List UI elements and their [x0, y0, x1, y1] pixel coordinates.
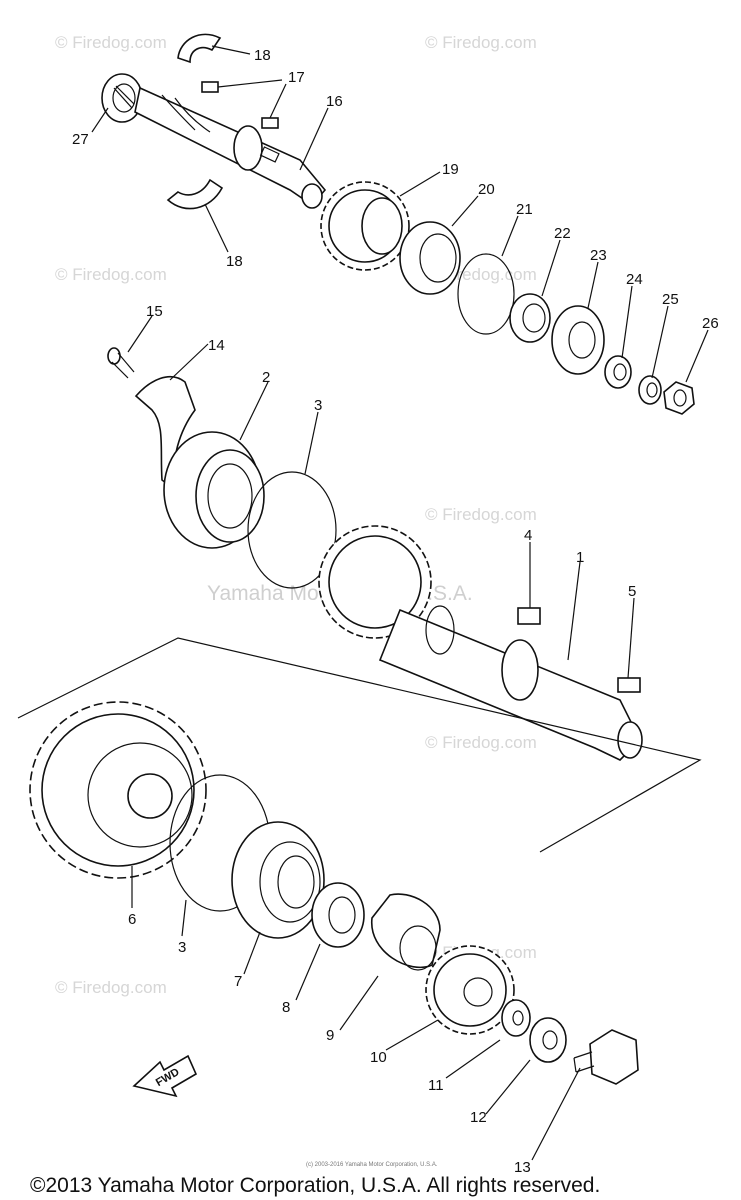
part-3-circlip-upper [247, 471, 337, 589]
callout-21: 21 [516, 201, 533, 218]
callout-13: 13 [514, 1159, 531, 1176]
part-5-key [617, 677, 641, 693]
callout-16: 16 [326, 93, 343, 110]
watermark: © Firedog.com [425, 33, 537, 52]
part-1-main-shaft [318, 525, 643, 761]
middle-shaft-assembly [107, 347, 643, 761]
part-26-nut [663, 381, 695, 415]
part-21-circlip [457, 253, 515, 335]
callout-6: 6 [128, 911, 136, 928]
part-9-spacer [371, 893, 441, 971]
part-25-lock-washer [638, 375, 662, 405]
callout-25: 25 [662, 291, 679, 308]
part-20-ball-bearing [399, 221, 461, 295]
part-12-lock-washer [529, 1017, 567, 1063]
callout-10: 10 [370, 1049, 387, 1066]
callout-3: 3 [178, 939, 186, 956]
assembly-reference-lines [17, 637, 702, 853]
part-4-key [517, 607, 541, 625]
callout-8: 8 [282, 999, 290, 1016]
callout-23: 23 [590, 247, 607, 264]
callout-20: 20 [478, 181, 495, 198]
part-18-lower-thrust-half [166, 178, 224, 210]
part-17-key-upper [201, 81, 219, 93]
watermark: © Firedog.com [55, 265, 167, 284]
callout-14: 14 [208, 337, 225, 354]
part-22-collar [509, 293, 551, 343]
part-16-shift-shaft [134, 86, 327, 209]
callout-18: 18 [226, 253, 243, 270]
callout-5: 5 [628, 583, 636, 600]
callout-27: 27 [72, 131, 89, 148]
callout-26: 26 [702, 315, 719, 332]
callout-3: 3 [314, 397, 322, 414]
callout-12: 12 [470, 1109, 487, 1126]
part-10-gear [425, 945, 515, 1035]
callout-labels: 18 17 16 27 19 20 21 18 22 23 24 25 26 1… [72, 47, 719, 1176]
part-19-gear [320, 181, 410, 271]
part-17-key-lower [261, 117, 279, 129]
part-24-washer [604, 355, 632, 389]
callout-17: 17 [288, 69, 305, 86]
watermark: © Firedog.com [425, 733, 537, 752]
part-6-large-gear [29, 701, 207, 879]
part-23-washer [551, 305, 605, 375]
bottom-assembly: FWD [17, 637, 702, 1098]
leader-lines [91, 45, 709, 1161]
fine-print: (c) 2003-2016 Yamaha Motor Corporation, … [306, 1162, 438, 1168]
copyright-notice: ©2013 Yamaha Motor Corporation, U.S.A. A… [30, 1174, 600, 1197]
part-7-ball-bearing [231, 821, 325, 939]
callout-2: 2 [262, 369, 270, 386]
part-18-upper-thrust-half [177, 33, 222, 64]
callout-15: 15 [146, 303, 163, 320]
part-8-collar [311, 882, 365, 948]
callout-11: 11 [428, 1077, 444, 1094]
watermark: © Firedog.com [55, 33, 167, 52]
callout-4: 4 [524, 527, 532, 544]
top-shaft-assembly [101, 33, 695, 415]
part-2-ball-bearing [163, 431, 265, 549]
callout-18: 18 [254, 47, 271, 64]
part-13-bolt [573, 1029, 639, 1085]
part-27-needle-bearing [101, 73, 143, 123]
callout-19: 19 [442, 161, 459, 178]
callout-22: 22 [554, 225, 571, 242]
watermark: © Firedog.com [425, 505, 537, 524]
callout-24: 24 [626, 271, 643, 288]
callout-9: 9 [326, 1027, 334, 1044]
callout-1: 1 [576, 549, 584, 566]
part-11-washer [501, 999, 531, 1037]
part-15-screw [107, 347, 135, 379]
watermark: © Firedog.com [55, 978, 167, 997]
callout-7: 7 [234, 973, 242, 990]
fwd-direction-arrow: FWD [132, 1054, 198, 1098]
